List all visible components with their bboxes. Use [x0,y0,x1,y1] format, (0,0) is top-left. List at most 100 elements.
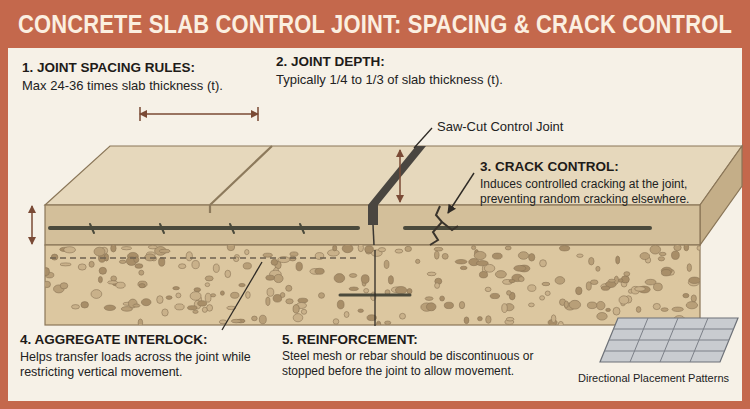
gravel-stone [148,245,157,249]
gravel-stone [81,302,89,308]
gravel-stone [252,316,258,321]
gravel-stone [518,277,524,282]
gravel-stone [78,264,86,270]
callout-heading: 3. CRACK CONTROL: [480,159,619,175]
gravel-stone [186,252,192,261]
gravel-stone [334,274,345,283]
gravel-stone [72,305,80,309]
gravel-stone [490,293,499,298]
gravel-stone [91,290,102,299]
gravel-stone [45,268,50,276]
gravel-stone [435,283,440,289]
gravel-stone [190,292,201,301]
gravel-stone [596,266,600,271]
gravel-stone [472,246,476,250]
gravel-stone [613,307,620,315]
gravel-stone [395,249,403,253]
random-crack [430,206,458,245]
gravel-stone [661,270,671,276]
leader-line [374,250,375,326]
depth-dimension [399,150,401,202]
gravel-stone [506,317,514,321]
gravel-stone [689,277,700,283]
callout-text: Steel mesh or rebar should be discontinu… [282,349,572,378]
gravel-stone [502,304,508,313]
leader-line [414,128,432,148]
gravel-stone [618,279,623,283]
saw-cut-front [368,205,378,225]
gravel-stone [684,245,689,251]
gravel-stone [294,305,299,313]
gravel-stone [104,305,115,310]
gravel-stone [564,301,568,308]
gravel-stone [540,260,547,267]
gravel-stone [540,296,545,300]
callout-text: Max 24-36 times slab thickness (t). [22,78,223,94]
gravel-stone [274,274,283,282]
gravel-stone [672,307,683,311]
component-label: Saw-Cut Control Joint [437,119,563,135]
gravel-stone [416,259,420,263]
gravel-stone [290,252,298,256]
gravel-stone [654,283,663,291]
gravel-stone [205,293,211,302]
gravel-stone [293,314,303,322]
gravel-stone [220,291,224,295]
gravel-stone [619,296,629,304]
gravel-stone [245,250,249,255]
gravel-stone [434,247,443,251]
gravel-stone [45,281,51,287]
gravel-stone [440,296,445,301]
gravel-stone [211,294,216,297]
gravel-stone [507,291,512,296]
callout-text: Typically 1/4 to 1/3 of slab thickness (… [276,72,503,88]
gravel-stone [444,302,453,308]
gravel-stone [333,319,339,325]
gravel-stone [94,247,105,256]
gravel-stone [601,286,609,290]
gravel-stone [358,309,364,312]
gravel-stone [514,265,526,271]
gravel-stone [459,302,464,309]
gravel-stone [407,289,412,294]
callout-heading: 5. REINFORCEMENT: [282,332,418,348]
gravel-stone [198,301,207,306]
gravel-stone [505,246,511,250]
gravel-stone [227,245,235,251]
gravel-stone [138,319,143,325]
placement-pattern-icon [600,318,738,362]
dimension-ticks [140,107,258,121]
rebar [50,224,650,295]
leader-arrow [448,173,474,213]
title: CONCRETE SLAB CONTROL JOINT: SPACING & C… [18,10,732,39]
gravel-stone [442,253,448,259]
gravel-stone [139,284,145,288]
gravel-stone [485,287,491,291]
gravel-stone [427,272,436,276]
gravel-stone [51,254,58,260]
gravel-stone [111,245,116,252]
gravel-stone [479,272,487,278]
joint-crack [373,225,374,245]
gravel-stone [175,304,184,310]
gravel-stone [98,276,102,282]
gravel-stone [455,260,467,264]
gravel-stone [337,300,344,309]
gravel-stone [349,287,358,291]
gravel-stone [683,293,689,297]
gravel-stone [586,282,591,290]
gravel-stone [474,251,486,259]
gravel-stone [687,264,691,272]
gravel-stone [141,299,151,306]
gravel-stone [558,321,563,325]
gravel-stone [176,293,181,298]
gravel-stone [159,258,165,267]
gravel-stone [239,283,245,286]
gravel-stone [661,308,668,312]
gravel-stone [596,301,605,309]
gravel-stone [569,300,580,309]
gravel-stone [225,270,231,277]
gravel-stone [188,306,198,310]
gravel-stone [616,256,620,264]
callout-heading: 1. JOINT SPACING RULES: [22,60,195,76]
